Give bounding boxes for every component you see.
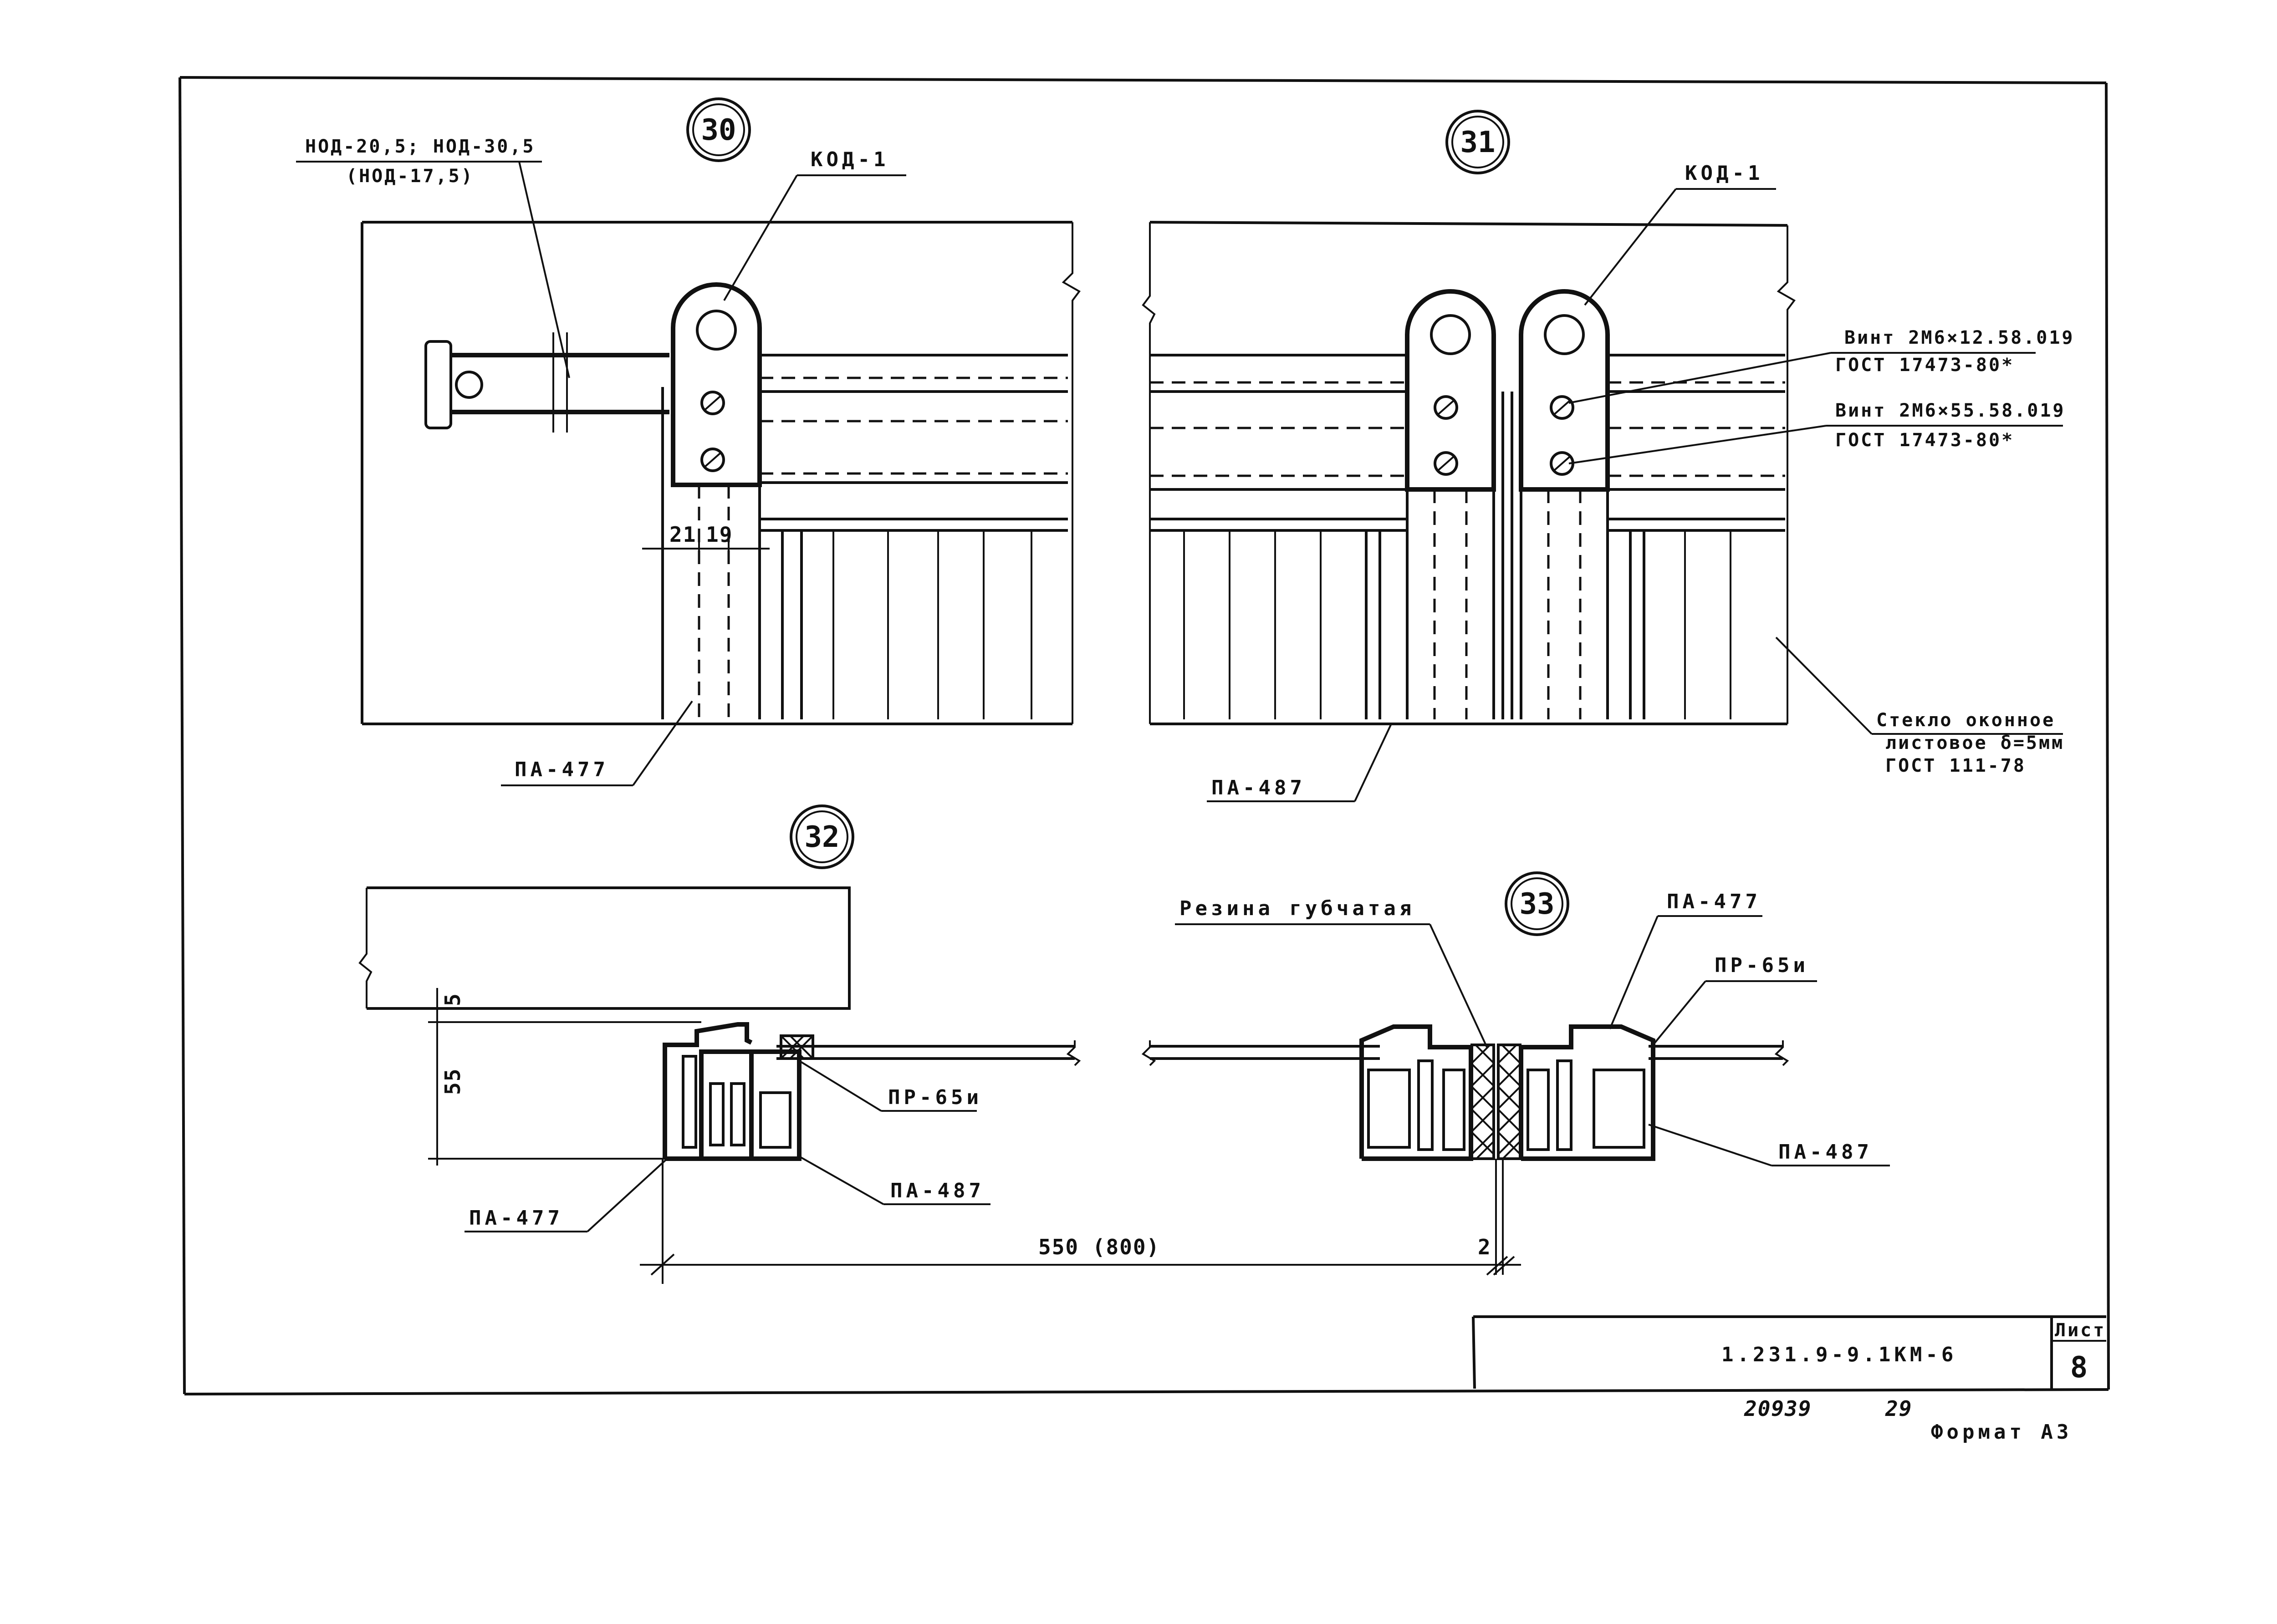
sheet-designation: 1.231.9-9.1КМ-6 <box>1721 1343 1957 1366</box>
detail-31-marker-number: 31 <box>1460 126 1495 159</box>
detail-32: 32 5 55 ПР-65и ПА-487 <box>358 804 1521 1284</box>
detail-31-marker <box>1445 110 1510 174</box>
page-number: 29 <box>1885 1396 1912 1421</box>
pr65-label-33: ПР-65и <box>1715 954 1809 977</box>
inv-number: 20939 <box>1744 1396 1812 1421</box>
detail-33-marker <box>1505 871 1569 936</box>
dim-span: 550 (800) <box>1038 1235 1160 1259</box>
screw2-label-line2: ГОСТ 17473-80* <box>1835 430 2014 451</box>
title-block: 1.231.9-9.1КМ-6 Лист 8 <box>1472 1315 2106 1389</box>
detail-33-marker-number: 33 <box>1519 887 1554 921</box>
detail-31: 31 КОД-1 <box>1142 110 2074 802</box>
nod-label-line1: НОД-20,5; НОД-30,5 <box>305 136 535 157</box>
glass-label-line2: листовое δ=5мм <box>1885 733 2064 753</box>
screw1-label-line1: Винт 2М6×12.58.019 <box>1844 327 2074 348</box>
sheet-number: 8 <box>2070 1351 2088 1385</box>
pa477-label-30: ПА-477 <box>515 758 609 781</box>
footer: 20939 29 Формат А3 <box>1744 1396 2072 1444</box>
sheet-frame <box>179 76 2110 1395</box>
format-label: Формат А3 <box>1931 1420 2072 1444</box>
detail-32-marker <box>790 804 854 869</box>
dim-19: 19 <box>706 522 733 547</box>
glass-label-line1: Стекло оконное <box>1876 710 2055 731</box>
dim-5: 5 <box>440 993 465 1006</box>
rubber-label: Резина губчатая <box>1179 897 1415 920</box>
nod-label-line2: (НОД-17,5) <box>346 166 474 187</box>
dim-55: 55 <box>440 1068 465 1095</box>
detail-30-marker-number: 30 <box>701 113 736 147</box>
screw2-label-line1: Винт 2М6×55.58.019 <box>1835 400 2065 421</box>
pa487-label-33: ПА-487 <box>1778 1140 1873 1164</box>
pa477-label-33: ПА-477 <box>1667 890 1761 913</box>
pr65-label-32: ПР-65и <box>888 1086 982 1109</box>
detail-33: 33 Резина губчатая 2 ПА-477 <box>1141 871 1890 1276</box>
dim-2: 2 <box>1478 1235 1491 1259</box>
glass-label-line3: ГОСТ 111-78 <box>1885 755 2026 776</box>
detail-30: 30 НОД-20,5; НОД-30,5 (НОД-17,5) КОД-1 <box>296 97 1081 786</box>
detail-30-marker <box>686 97 751 162</box>
sheet-label: Лист <box>2055 1320 2106 1341</box>
pa487-label-31: ПА-487 <box>1211 776 1306 799</box>
kod-label-31: КОД-1 <box>1685 162 1763 185</box>
pa487-label-32: ПА-487 <box>890 1179 985 1202</box>
detail-32-marker-number: 32 <box>804 820 839 854</box>
dim-21: 21 <box>669 522 696 547</box>
kod-label-30: КОД-1 <box>811 148 889 171</box>
screw1-label-line2: ГОСТ 17473-80* <box>1835 355 2014 376</box>
pa477-label-32: ПА-477 <box>469 1207 563 1230</box>
